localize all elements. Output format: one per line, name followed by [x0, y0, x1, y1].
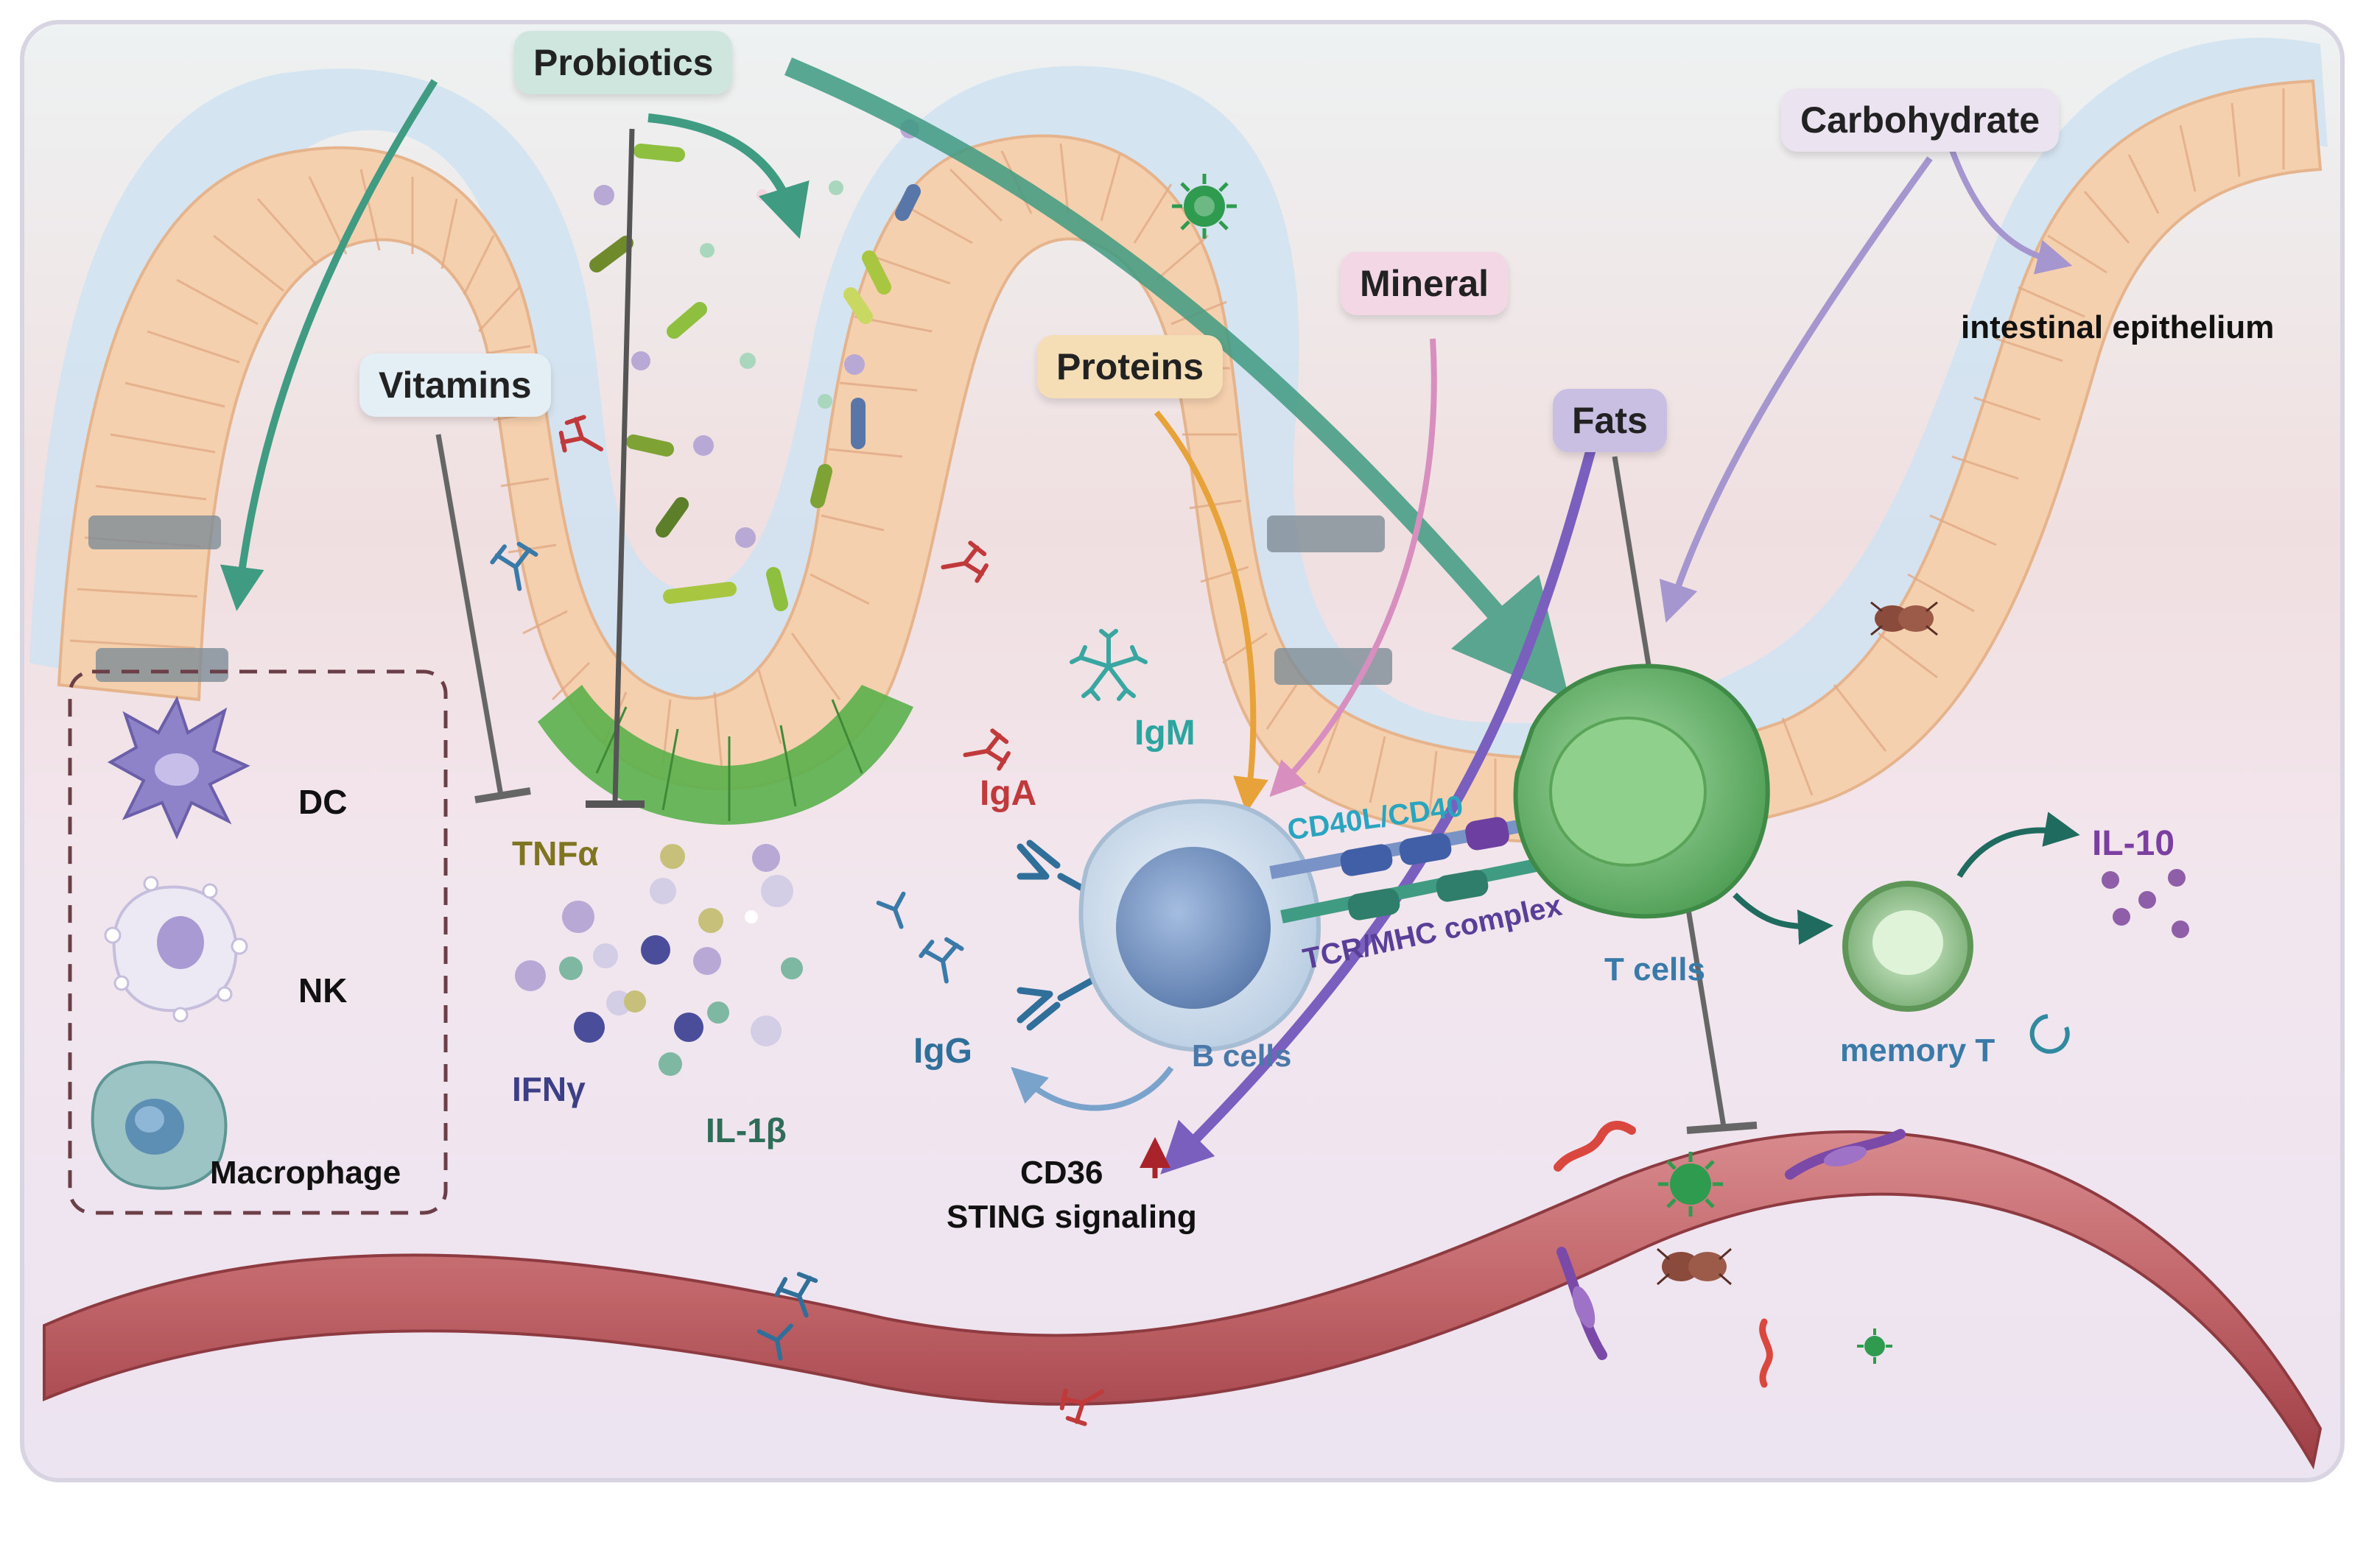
- dc-label: DC: [298, 783, 348, 821]
- carbohydrate-to-tcell-arrow: [1659, 156, 1933, 623]
- mineral-arrow: [1269, 338, 1437, 798]
- dendritic-cell-icon: [107, 696, 250, 839]
- igg-label: IgG: [913, 1032, 972, 1071]
- nk-cell-icon: [104, 876, 248, 1023]
- probiotics-to-dc-arrow: [220, 79, 438, 611]
- memory-t-label: memory T: [1840, 1032, 1995, 1069]
- carbohydrate-to-epithelium-arrow: [1942, 127, 2073, 275]
- memory-to-il10-arrow: [1956, 812, 2080, 879]
- receptor-complexes: [1269, 814, 1556, 923]
- il1b-label: IL-1β: [706, 1111, 787, 1150]
- igm-label: IgM: [1134, 714, 1196, 753]
- igg-curved-arrow: [1011, 1066, 1174, 1111]
- probiotic-bacteria: [589, 144, 921, 611]
- macrophage-label: Macrophage: [210, 1155, 401, 1191]
- proteins-arrow: [1154, 410, 1268, 813]
- tcell-to-memory-arrow: [1733, 893, 1833, 946]
- parasite-icon: [1556, 1129, 1906, 1360]
- b-cell-icon: [1078, 799, 1321, 1052]
- vitamins-label: Vitamins: [359, 353, 551, 417]
- probiotics-arrow: [647, 113, 810, 239]
- self-renew-arrow: [2029, 1014, 2070, 1054]
- nk-label: NK: [298, 971, 348, 1010]
- probiotics-inhibit-line: [612, 128, 635, 803]
- mucus-layer: [29, 38, 2328, 806]
- virus-icon: [1172, 174, 1237, 239]
- vitamins-inhibit-line: [435, 434, 504, 796]
- il10-label: IL-10: [2092, 824, 2175, 863]
- t-cell-icon: [1513, 663, 1770, 919]
- antibody-icon: [490, 415, 1148, 1426]
- sting-label: STING signaling: [947, 1199, 1197, 1235]
- fats-to-cd36-arrow: [1160, 448, 1596, 1175]
- b-cells-label: B cells: [1192, 1038, 1292, 1073]
- memory-t-cell-icon: [1842, 881, 1973, 1012]
- panel-background: [20, 20, 2345, 1482]
- tight-junction: [88, 515, 221, 549]
- blood-vessel: [43, 1130, 2323, 1470]
- t-cells-label: T cells: [1604, 951, 1705, 988]
- green-epithelial-cells: [538, 685, 913, 825]
- epithelium-label: intestinal epithelium: [1961, 309, 2275, 345]
- virus-icon: [1658, 1152, 1723, 1217]
- macrophage-icon: [91, 1060, 228, 1190]
- tnf-label: TNFα: [512, 834, 599, 873]
- mite-icon: [1657, 1247, 1732, 1286]
- cd36-label: CD36: [1020, 1155, 1103, 1191]
- probiotics-label: Probiotics: [514, 31, 733, 94]
- il10-particles: [2102, 869, 2189, 938]
- tight-junction: [1267, 515, 1385, 552]
- iga-label: IgA: [980, 774, 1037, 813]
- cytokine-particles: [515, 844, 803, 1076]
- probiotics-to-tcell-arrow: [784, 57, 1570, 700]
- mite-icon: [1870, 601, 1938, 636]
- tight-junction: [96, 648, 228, 682]
- proteins-label: Proteins: [1037, 335, 1224, 398]
- fats-label: Fats: [1553, 389, 1667, 452]
- mineral-label: Mineral: [1341, 252, 1509, 315]
- virus-icon: [1857, 1328, 1892, 1364]
- ifn-label: IFNγ: [512, 1070, 586, 1108]
- innate-cells-box: [68, 669, 448, 1215]
- bacteria-icon: [1554, 1121, 1773, 1388]
- carbohydrate-label: Carbohydrate: [1781, 88, 2060, 152]
